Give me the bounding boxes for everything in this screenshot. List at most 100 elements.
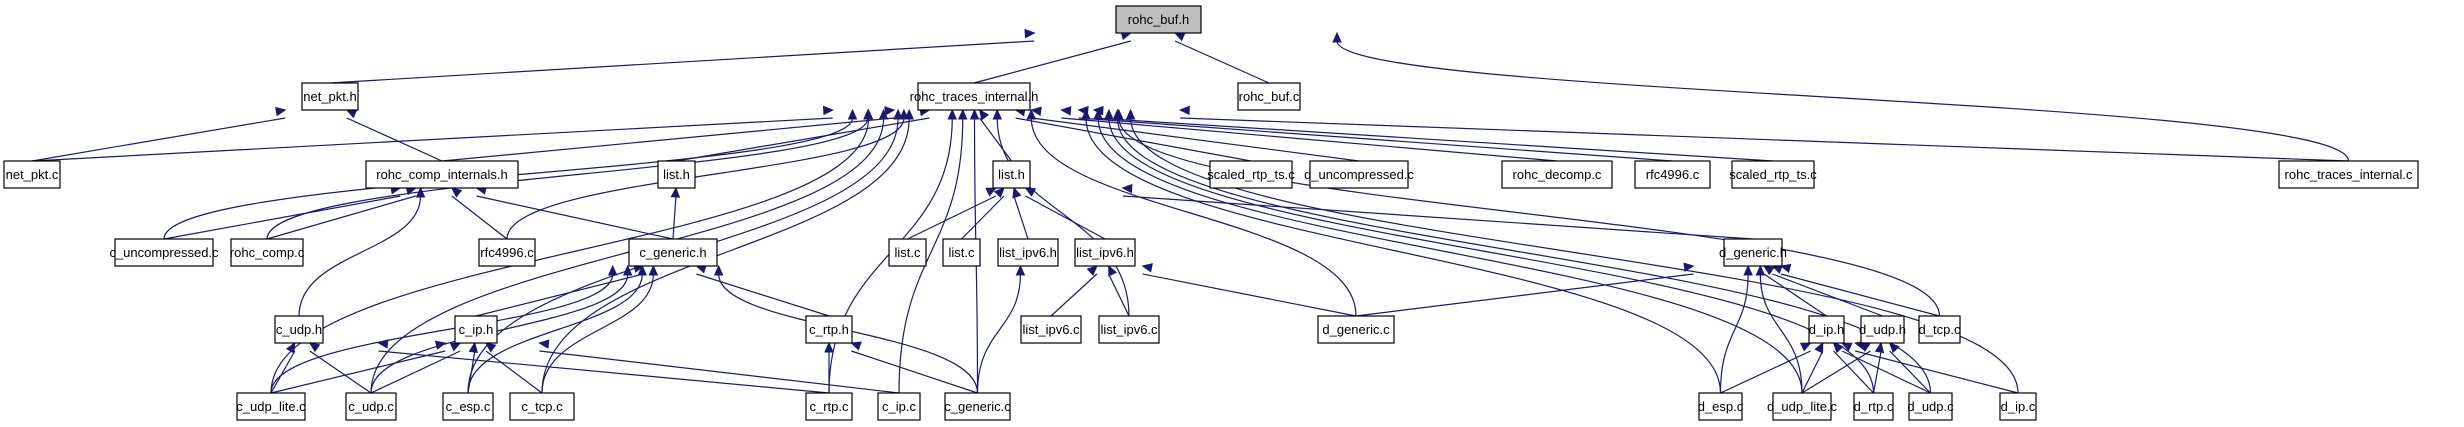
graph-node[interactable]: c_tcp.c [509, 392, 575, 421]
node-box[interactable] [301, 82, 359, 111]
node-box[interactable] [1999, 392, 2037, 421]
graph-node[interactable]: d_generic.h [1719, 238, 1787, 267]
node-box[interactable] [1098, 315, 1160, 344]
graph-node[interactable]: d_udp.h [1859, 315, 1906, 344]
node-box[interactable] [2278, 160, 2419, 189]
node-box[interactable] [917, 82, 1031, 111]
node-box[interactable] [628, 238, 718, 267]
graph-node[interactable]: list.h [657, 160, 696, 189]
node-box[interactable] [1731, 160, 1815, 189]
node-box[interactable] [805, 315, 853, 344]
node-box[interactable] [1860, 315, 1905, 344]
node-box[interactable] [1317, 315, 1395, 344]
node-box[interactable] [454, 315, 498, 344]
graph-node[interactable]: rfc4996.c [478, 238, 536, 267]
node-box[interactable] [888, 238, 927, 267]
graph-node[interactable]: c_generic.h [628, 238, 718, 267]
graph-node[interactable]: d_udp_lite.c [1767, 392, 1838, 421]
edge-line [309, 350, 372, 394]
graph-node[interactable]: list.c [942, 238, 981, 267]
node-box[interactable] [942, 238, 981, 267]
node-box[interactable] [657, 160, 696, 189]
node-box[interactable] [944, 392, 1011, 421]
node-box[interactable] [3, 160, 61, 189]
graph-node[interactable]: rohc_traces_internal.c [2278, 160, 2419, 189]
node-box[interactable] [805, 392, 853, 421]
node-box[interactable] [1723, 238, 1783, 267]
graph-node[interactable]: rohc_traces_internal.h [910, 82, 1039, 111]
graph-node[interactable]: list.c [888, 238, 927, 267]
edge-d_generic_h-to-list_h_b [1121, 183, 1754, 240]
graph-node[interactable]: list_ipv6.c [1098, 315, 1160, 344]
graph-node[interactable]: d_udp.c [1907, 392, 1954, 421]
node-box[interactable] [1772, 392, 1832, 421]
edge-d_esp_c-to-d_ip_h [1720, 342, 1812, 394]
graph-node[interactable]: c_generic.c [944, 392, 1011, 421]
node-box[interactable] [1501, 160, 1613, 189]
node-box[interactable] [274, 315, 324, 344]
graph-node[interactable]: c_rtp.c [805, 392, 853, 421]
node-box[interactable] [365, 160, 519, 189]
edge-net_pkt_h-to-rohc_buf_h [329, 28, 1036, 84]
graph-node[interactable]: c_uncompressed.c [109, 238, 219, 267]
node-box[interactable] [1309, 160, 1409, 189]
graph-node[interactable]: d_ip.c [1999, 392, 2037, 421]
node-box[interactable] [877, 392, 921, 421]
root-node[interactable]: rohc_buf.h [1115, 5, 1202, 34]
node-box[interactable] [1209, 160, 1293, 189]
graph-node[interactable]: c_udp.c [345, 392, 397, 421]
graph-node[interactable]: scaled_rtp_ts.c [1207, 160, 1295, 189]
graph-node[interactable]: list_ipv6.c [1020, 315, 1082, 344]
node-box[interactable] [997, 238, 1059, 267]
graph-node[interactable]: c_rtp.h [805, 315, 853, 344]
graph-node[interactable]: d_uncompressed.c [1304, 160, 1414, 189]
graph-node[interactable]: d_esp.c [1698, 392, 1744, 421]
node-box[interactable] [478, 238, 536, 267]
node-box[interactable] [236, 392, 306, 421]
graph-node[interactable]: c_ip.h [454, 315, 498, 344]
node-box[interactable] [992, 160, 1031, 189]
node-label: scaled_rtp_ts.c [1729, 167, 1817, 182]
node-box[interactable] [1908, 392, 1953, 421]
graph-node[interactable]: d_tcp.c [1918, 315, 1961, 344]
edge-line [1759, 273, 1803, 394]
node-box[interactable] [1808, 315, 1845, 344]
edge-list_ipv6_c_b-to-rohc_traces_internal_h [992, 108, 1130, 317]
node-box[interactable] [114, 238, 214, 267]
graph-node[interactable]: c_udp.h [274, 315, 324, 344]
graph-node[interactable]: list.h [992, 160, 1031, 189]
graph-node[interactable]: list_ipv6.h [997, 238, 1059, 267]
edge-line [1013, 195, 1029, 240]
graph-node[interactable]: d_generic.c [1317, 315, 1395, 344]
graph-node[interactable]: c_udp_lite.c [236, 392, 306, 421]
node-box[interactable] [345, 392, 397, 421]
graph-node[interactable]: d_ip.h [1808, 315, 1845, 344]
node-box[interactable] [1634, 160, 1711, 189]
node-box[interactable] [230, 238, 304, 267]
node-box[interactable] [1074, 238, 1136, 267]
arrowhead-icon [1112, 108, 1123, 120]
node-box[interactable] [1853, 392, 1894, 421]
graph-node[interactable]: rohc_buf.c [1237, 82, 1301, 111]
arrowhead-icon [1012, 186, 1022, 199]
node-box[interactable] [1020, 315, 1082, 344]
graph-node[interactable]: list_ipv6.h [1074, 238, 1136, 267]
graph-node[interactable]: net_pkt.h [301, 82, 359, 111]
node-box[interactable] [1918, 315, 1961, 344]
graph-node[interactable]: d_rtp.c [1853, 392, 1894, 421]
node-box[interactable] [442, 392, 494, 421]
node-box[interactable] [1237, 82, 1301, 111]
graph-node[interactable]: rohc_comp.c [230, 238, 305, 267]
node-label: d_udp_lite.c [1767, 399, 1838, 414]
graph-node[interactable]: net_pkt.c [3, 160, 61, 189]
graph-node[interactable]: scaled_rtp_ts.c [1729, 160, 1817, 189]
graph-node[interactable]: c_ip.c [877, 392, 921, 421]
node-box[interactable] [1698, 392, 1743, 421]
graph-node[interactable]: rohc_decomp.c [1501, 160, 1613, 189]
graph-node[interactable]: rohc_comp_internals.h [365, 160, 519, 189]
node-box[interactable] [509, 392, 575, 421]
graph-node[interactable]: c_esp.c [442, 392, 494, 421]
graph-node[interactable]: rfc4996.c [1634, 160, 1711, 189]
node-box[interactable] [1115, 5, 1202, 34]
node-label: d_udp.h [1859, 322, 1906, 337]
